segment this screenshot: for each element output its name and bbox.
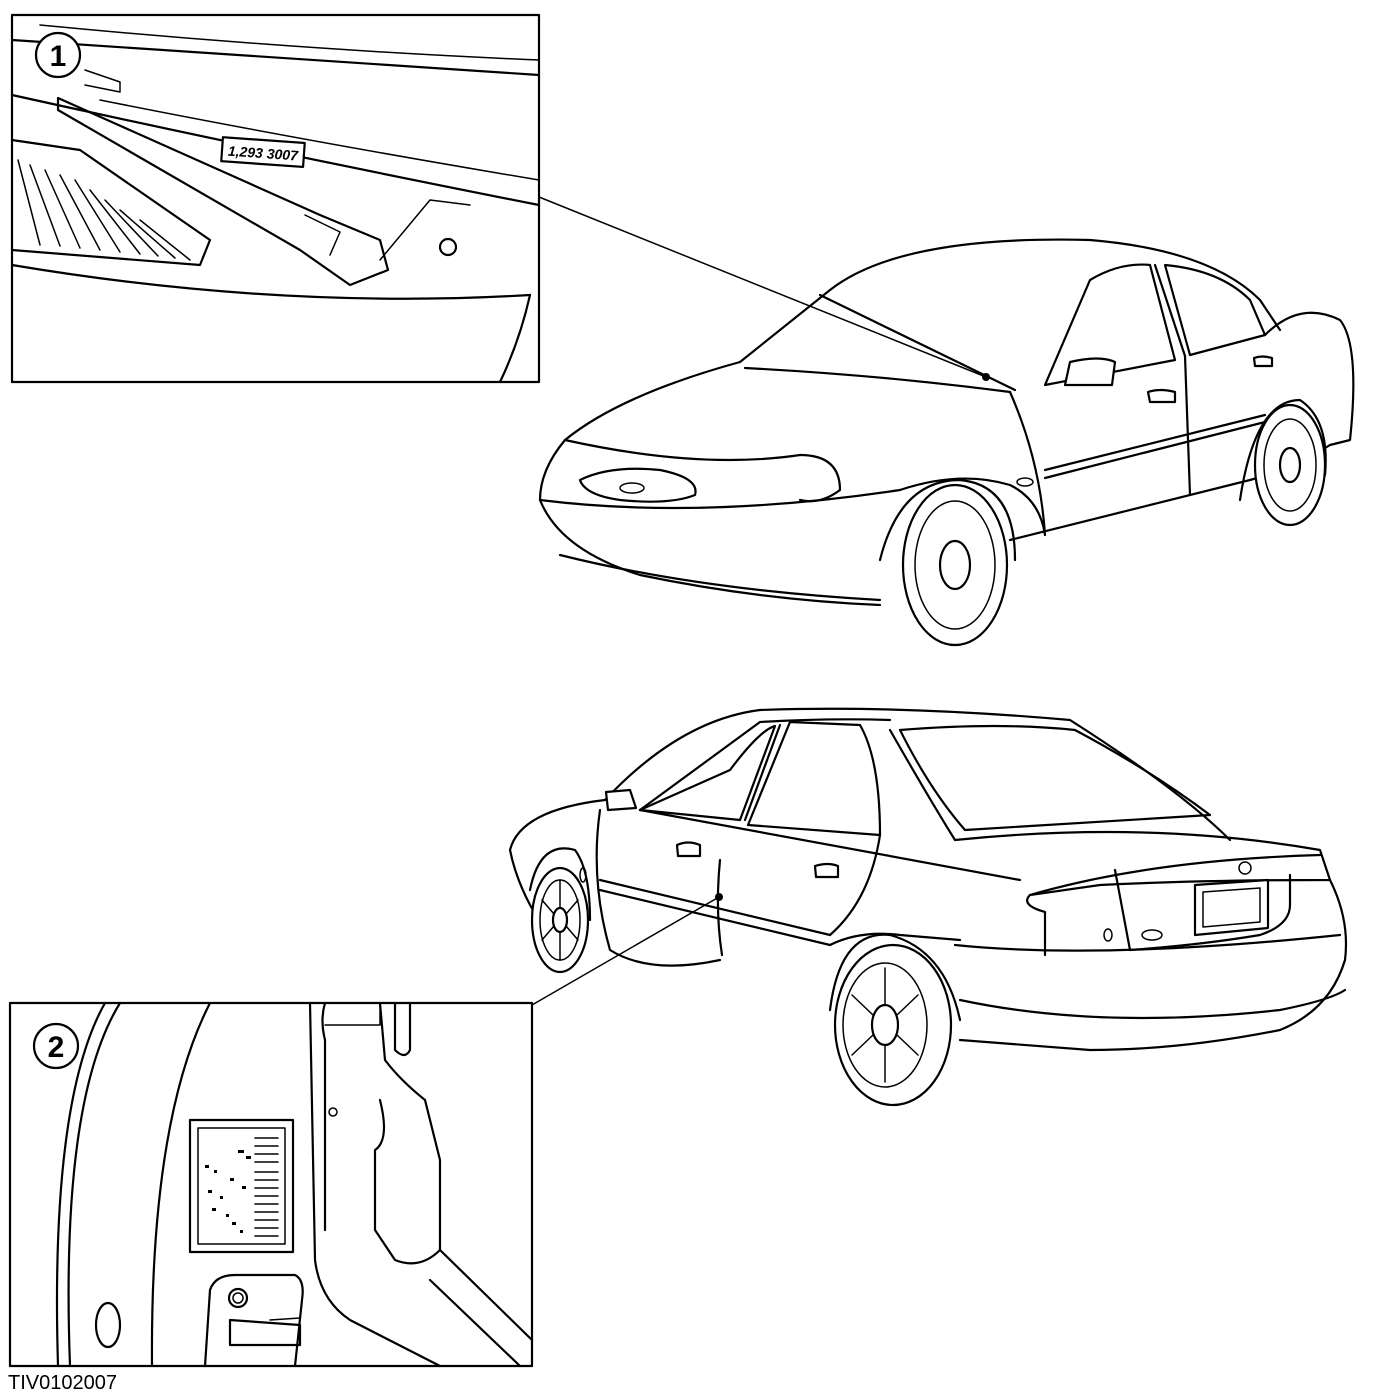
leader-line-1 xyxy=(538,196,987,378)
callout-2: 2 xyxy=(32,1022,80,1070)
detail-view-1: 1,293 3007 1 xyxy=(10,13,541,384)
certification-label xyxy=(188,1118,295,1254)
location-dot-2 xyxy=(715,893,723,901)
callout-1: 1 xyxy=(34,31,82,79)
figure-id: TIV0102007 xyxy=(8,1372,117,1394)
car-front-view xyxy=(538,238,1355,647)
detail-view-2: 2 xyxy=(8,1001,534,1368)
leader-line-2 xyxy=(531,896,720,1006)
callout-1-label: 1 xyxy=(50,40,67,73)
detail-view-2-frame xyxy=(8,1001,534,1368)
vin-plate-text: 1,293 3007 xyxy=(227,143,299,164)
car-rear-view xyxy=(508,707,1348,1107)
callout-2-label: 2 xyxy=(48,1031,65,1064)
detail-view-1-frame xyxy=(10,13,541,384)
vin-plate: 1,293 3007 xyxy=(220,136,306,169)
